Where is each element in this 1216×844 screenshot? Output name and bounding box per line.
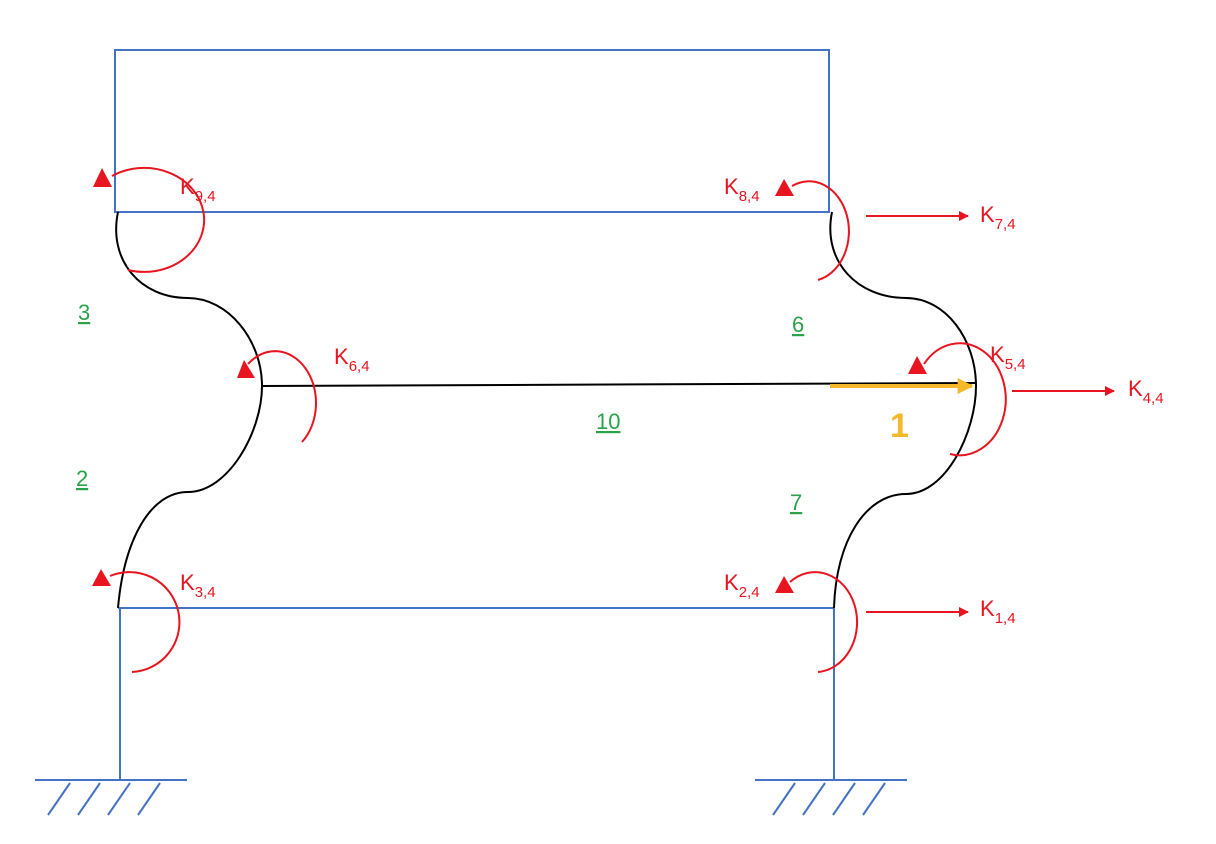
k74-label: K7,4 <box>980 202 1016 233</box>
force-arrows <box>866 211 1115 617</box>
k94-arrowhead-icon <box>93 168 112 187</box>
k34-moment-arrow-icon <box>109 571 181 673</box>
k24-moment-arrow-icon <box>789 571 859 673</box>
deformed-shape <box>115 211 978 609</box>
k94-moment-arrow-icon <box>111 166 206 273</box>
right-fixed-support-icon <box>772 782 886 816</box>
k84-moment-arrow-icon <box>791 180 850 281</box>
k64-moment-arrow-icon <box>247 350 317 443</box>
k64-arrowhead-icon <box>237 360 255 378</box>
k84-label: K8,4 <box>724 174 760 205</box>
k84-arrowhead-icon <box>775 179 794 196</box>
k54-arrowhead-icon <box>908 356 927 374</box>
member-3-label: 3 <box>78 300 90 325</box>
top-storey-frame <box>114 49 830 213</box>
k64-label: K6,4 <box>334 344 370 375</box>
deformed-middle-beam <box>261 382 977 387</box>
unit-load-label: 1 <box>890 407 909 445</box>
unit-load: 1 <box>830 378 974 445</box>
k54-label: K5,4 <box>990 342 1026 373</box>
k14-label: K1,4 <box>980 596 1016 627</box>
k44-label: K4,4 <box>1128 376 1164 407</box>
k24-arrowhead-icon <box>775 576 794 593</box>
moment-arrowheads <box>92 168 927 593</box>
member-6-label: 6 <box>792 312 804 337</box>
k94-label: K9,4 <box>180 174 216 205</box>
member-10-label: 10 <box>596 409 620 434</box>
member-labels: 3 2 6 7 10 <box>76 300 804 515</box>
member-7-label: 7 <box>790 490 802 515</box>
k34-label: K3,4 <box>180 570 216 601</box>
deformed-right-column <box>829 211 978 609</box>
deformed-left-column <box>115 211 264 609</box>
k24-label: K2,4 <box>724 570 760 601</box>
k54-moment-arrow-icon <box>923 342 1007 457</box>
member-2-label: 2 <box>76 466 88 491</box>
undeformed-frame <box>35 49 907 781</box>
left-fixed-support-icon <box>47 782 161 816</box>
stiffness-labels: K9,4 K8,4 K7,4 K6,4 K5,4 K4,4 K3,4 K2,4 … <box>180 174 1164 627</box>
k34-arrowhead-icon <box>92 569 111 586</box>
moment-arrows <box>109 166 1007 673</box>
